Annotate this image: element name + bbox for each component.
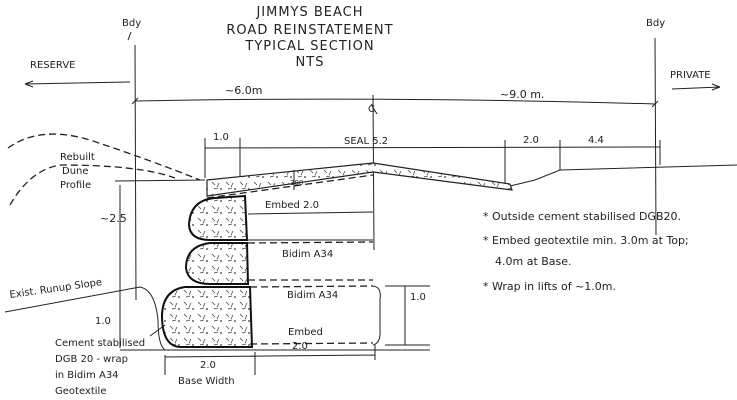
note-2: * Embed geotextile min. 3.0m at Top; — [483, 234, 689, 247]
note-3: 4.0m at Base. — [495, 255, 572, 268]
road-dimension-line — [204, 138, 661, 190]
cover-dimension: 300 — [290, 179, 303, 187]
dune-label-3: Profile — [60, 180, 91, 191]
ground-line-right — [509, 164, 737, 187]
private-label: PRIVATE — [670, 70, 711, 81]
boundary-left-line — [127, 31, 137, 301]
notes: * Outside cement stabilised DGB20. * Emb… — [483, 210, 689, 293]
rebuilt-dune-line — [9, 164, 176, 206]
drawing-title: JIMMYS BEACH ROAD REINSTATEMENT TYPICAL … — [226, 5, 393, 70]
embed-bottom-value: 2.0 — [292, 341, 308, 352]
title-line-2: ROAD REINSTATEMENT — [226, 23, 393, 38]
boundary-right-label: Bdy — [646, 18, 665, 29]
road-pavement — [206, 162, 513, 197]
runup-slope-line — [4, 286, 166, 351]
bidim-middle-label: Bidim A34 — [282, 249, 333, 260]
base-dimension-line — [164, 345, 376, 375]
existing-level-line — [114, 179, 206, 182]
right-lift-outline — [372, 285, 430, 346]
embed-bottom-label: Embed — [288, 327, 323, 338]
dimension-to-boundary: 4.4 — [588, 135, 604, 146]
cement-leader-line — [149, 324, 166, 337]
dimension-centreline-to-right: ~9.0 m. — [500, 88, 544, 101]
geobag-bottom — [160, 286, 254, 348]
cement-label-1: Cement stabilised — [55, 338, 145, 349]
title-line-4: NTS — [296, 55, 325, 70]
cement-label-2: DGB 20 - wrap — [55, 354, 128, 365]
private-arrow-icon — [671, 83, 721, 91]
title-line-3: TYPICAL SECTION — [244, 39, 374, 54]
dimension-shoulder: 1.0 — [213, 132, 229, 143]
base-width-label: Base Width — [178, 376, 235, 387]
note-1: * Outside cement stabilised DGB20. — [483, 210, 681, 223]
reserve-arrow-icon — [24, 80, 131, 88]
dimension-lift-right: 1.0 — [410, 292, 426, 303]
seal-geotextile-line — [206, 174, 374, 199]
base-width-value: 2.0 — [200, 360, 216, 371]
runup-slope-label: Exist. Runup Slope — [9, 277, 103, 301]
dimension-seal: SEAL 5.2 — [344, 136, 388, 147]
embed-top-label: Embed 2.0 — [265, 200, 319, 211]
reserve-label: RESERVE — [30, 60, 76, 71]
dune-label-1: Rebuilt — [60, 152, 95, 163]
dimension-verge: 2.0 — [523, 135, 539, 146]
geobag-top — [187, 194, 249, 241]
existing-dune-line — [7, 133, 201, 181]
boundary-left-label: Bdy — [122, 18, 141, 29]
dune-label-2: Dune — [62, 166, 89, 177]
cement-label-3: in Bidim A34 — [55, 370, 119, 381]
embed-top-lines — [247, 211, 374, 241]
dimension-wall-height: ~2.5 — [100, 212, 127, 225]
boundary-right-line — [654, 37, 657, 236]
geobag-middle — [184, 242, 250, 285]
note-4: * Wrap in lifts of ~1.0m. — [483, 280, 616, 293]
bidim-low-label: Bidim A34 — [287, 290, 338, 301]
cement-label-4: Geotextile — [55, 386, 106, 397]
dimension-left-to-centreline: ~6.0m — [225, 84, 262, 97]
svg-text:C: C — [368, 104, 375, 115]
dimension-lift-left: 1.0 — [95, 316, 111, 327]
title-line-1: JIMMYS BEACH — [255, 5, 363, 20]
overall-dimension-line — [131, 97, 659, 108]
